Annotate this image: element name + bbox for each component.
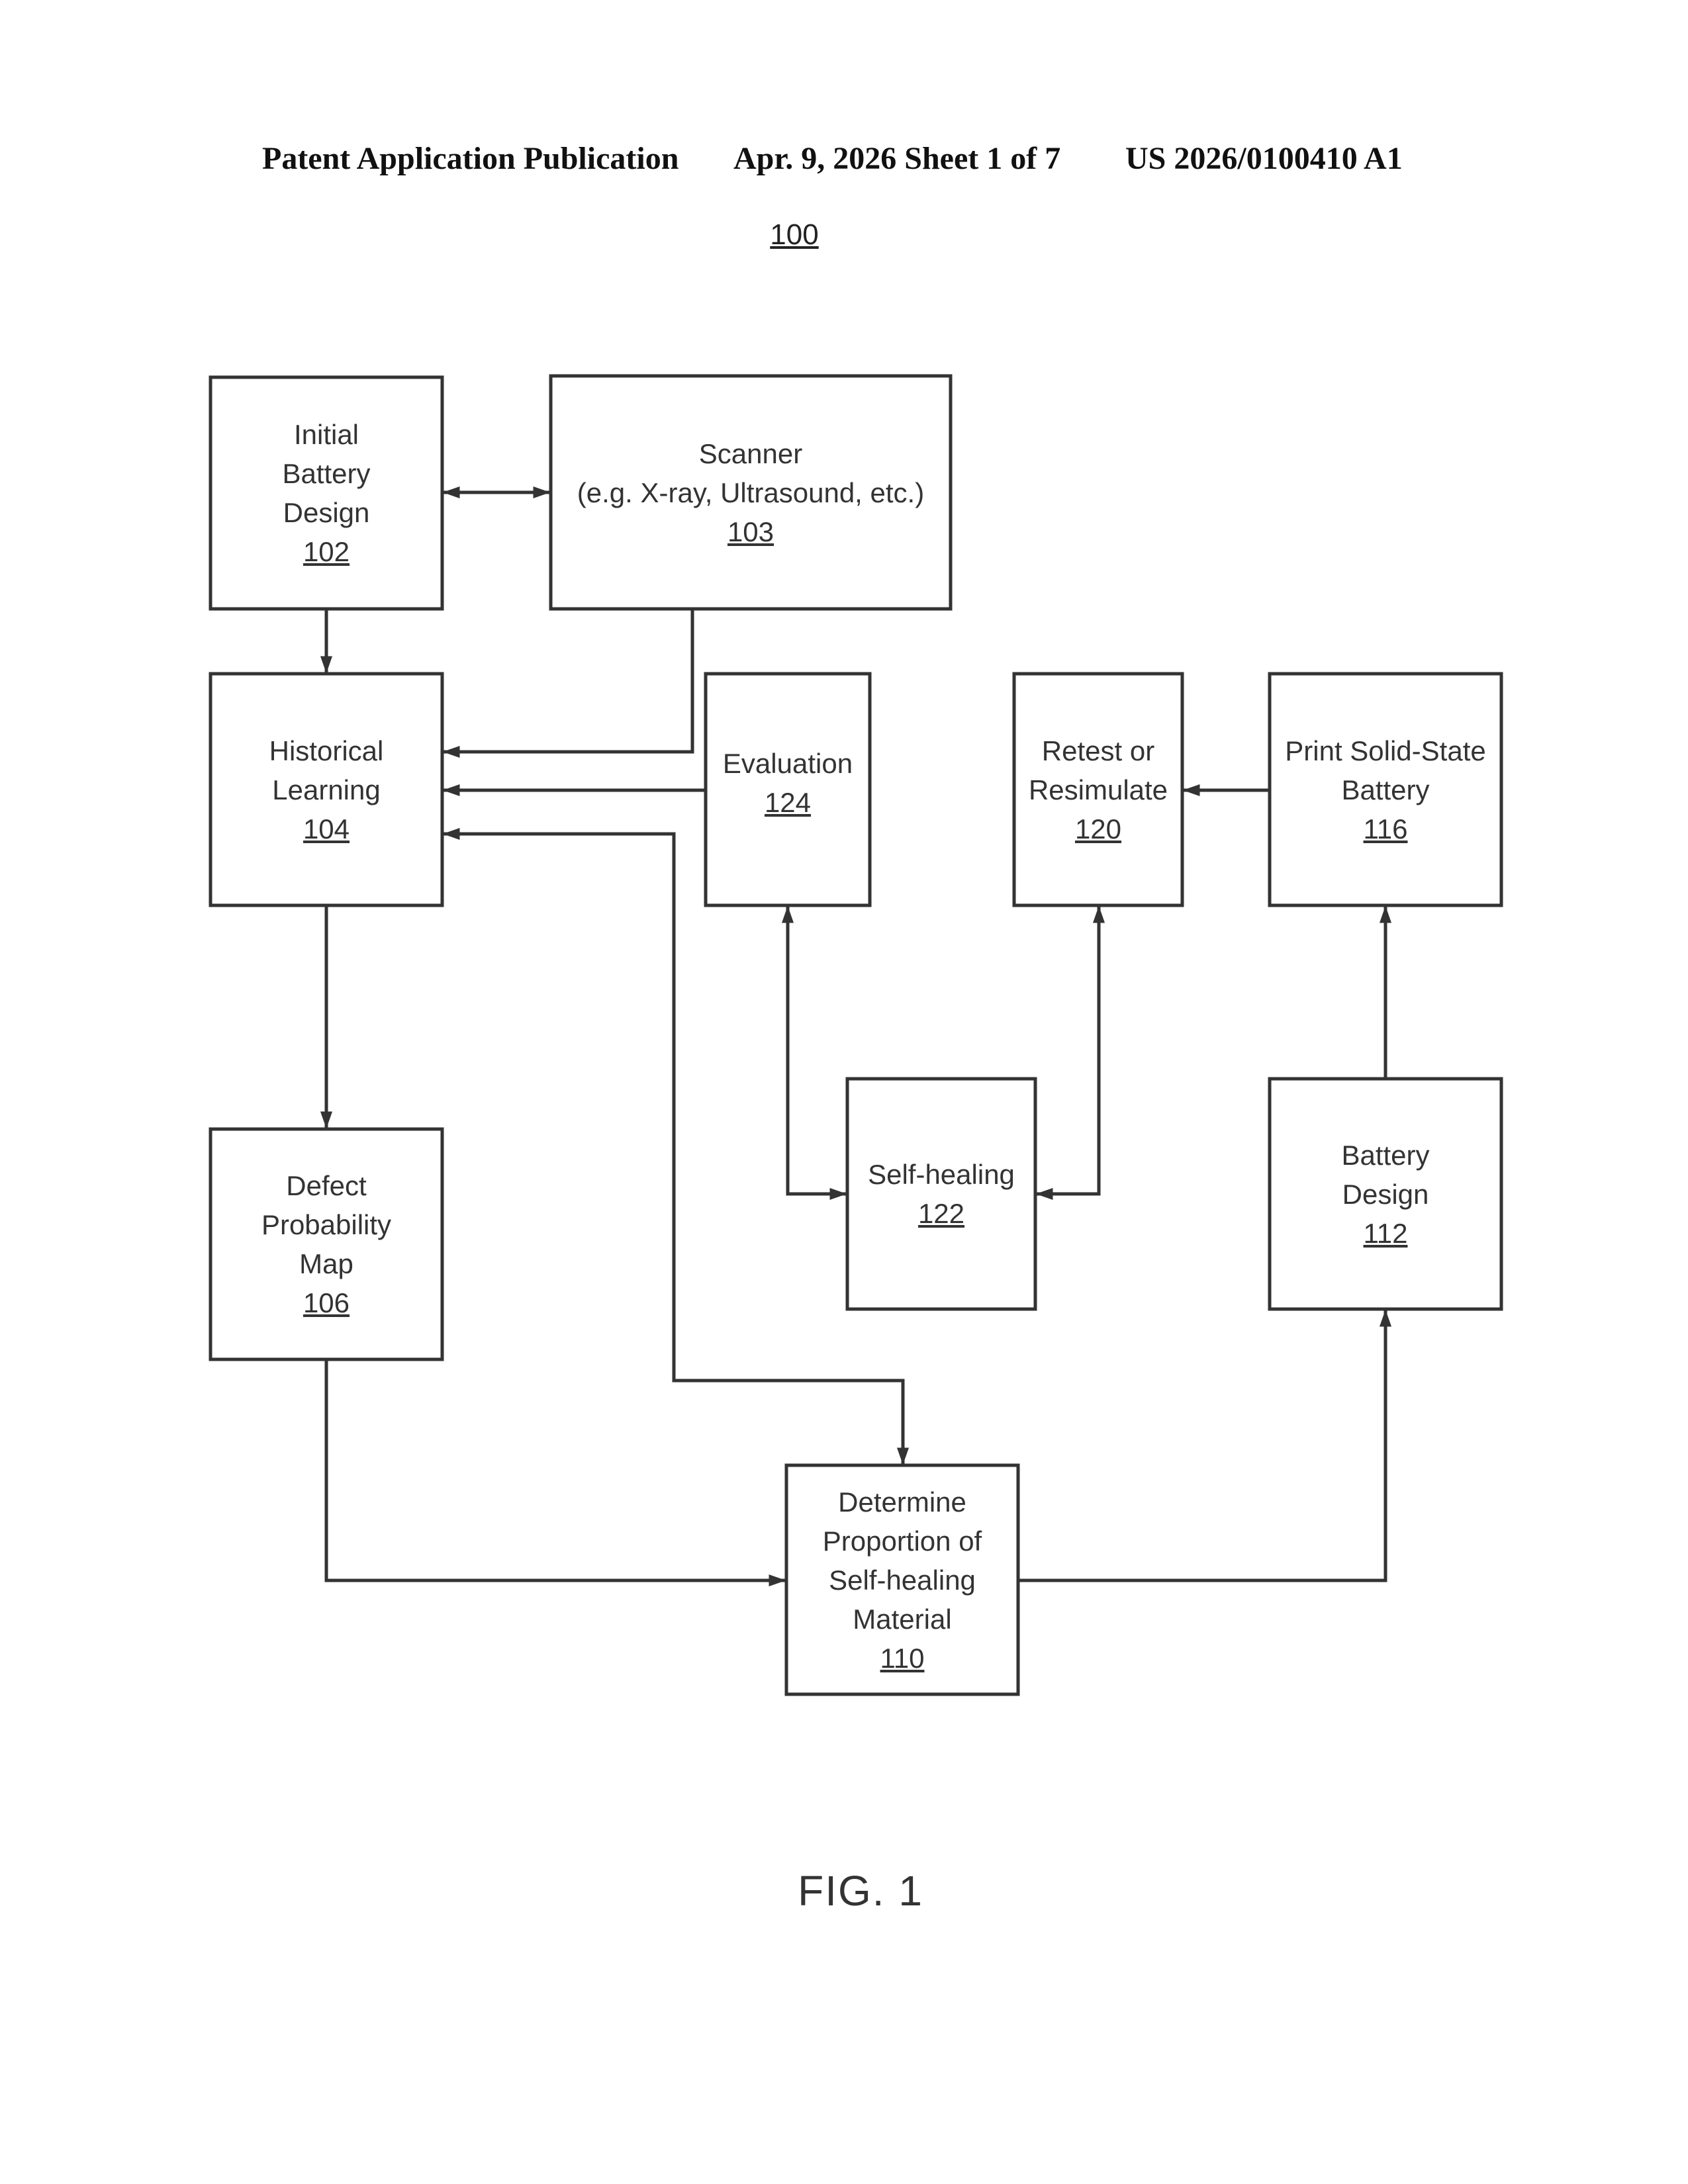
reference-numeral: 122 [918,1194,964,1233]
box-line: Design [1342,1175,1429,1214]
box-line: Map [299,1244,353,1283]
figure-caption: FIG. 1 [728,1866,993,1915]
connector-103-104 [444,609,692,752]
box-line: Self-healing [868,1155,1015,1194]
box-line: Print Solid-State [1285,731,1485,770]
connector-110-112 [1018,1310,1385,1580]
box-line: Probability [261,1205,391,1244]
connector-104-110 [444,834,903,1464]
box-line: Design [283,493,370,532]
box-line: Proportion of [823,1522,982,1561]
label-historical-learning: Historical Learning 104 [211,674,442,905]
box-line: Initial [294,415,359,454]
connector-120-122 [1037,907,1099,1194]
reference-numeral: 106 [303,1283,350,1322]
connector-124-122 [788,907,846,1194]
box-line: Scanner [699,434,802,473]
reference-numeral: 124 [765,783,811,822]
box-line: Defect [286,1166,366,1205]
label-print-solid-state-battery: Print Solid-State Battery 116 [1270,674,1501,905]
label-scanner: Scanner (e.g. X-ray, Ultrasound, etc.) 1… [551,376,951,609]
box-line: Battery [1341,1136,1429,1175]
box-line: Retest or [1042,731,1154,770]
box-line: Battery [1341,770,1429,809]
connector-106-110 [326,1359,785,1580]
label-defect-probability-map: Defect Probability Map 106 [211,1129,442,1359]
reference-numeral: 116 [1364,809,1408,848]
label-initial-battery-design: Initial Battery Design 102 [211,377,442,609]
box-line: Battery [282,454,370,493]
reference-numeral: 102 [303,532,350,571]
box-line: Evaluation [723,744,853,783]
label-battery-design: Battery Design 112 [1270,1079,1501,1309]
reference-numeral: 112 [1364,1214,1408,1253]
box-line: Self-healing [829,1561,976,1600]
reference-numeral: 120 [1075,809,1121,848]
box-line: Learning [272,770,380,809]
label-evaluation: Evaluation 124 [706,674,870,892]
reference-numeral: 104 [303,809,350,848]
box-line: Historical [269,731,384,770]
label-determine-proportion: Determine Proportion of Self-healing Mat… [786,1465,1018,1694]
reference-numeral: 110 [880,1639,925,1678]
label-retest-resimulate: Retest or Resimulate 120 [1014,674,1182,905]
box-line: (e.g. X-ray, Ultrasound, etc.) [577,473,924,512]
box-line: Determine [838,1482,966,1522]
reference-numeral: 103 [727,512,774,551]
label-self-healing: Self-healing 122 [847,1079,1035,1309]
box-line: Resimulate [1029,770,1168,809]
box-line: Material [853,1600,951,1639]
